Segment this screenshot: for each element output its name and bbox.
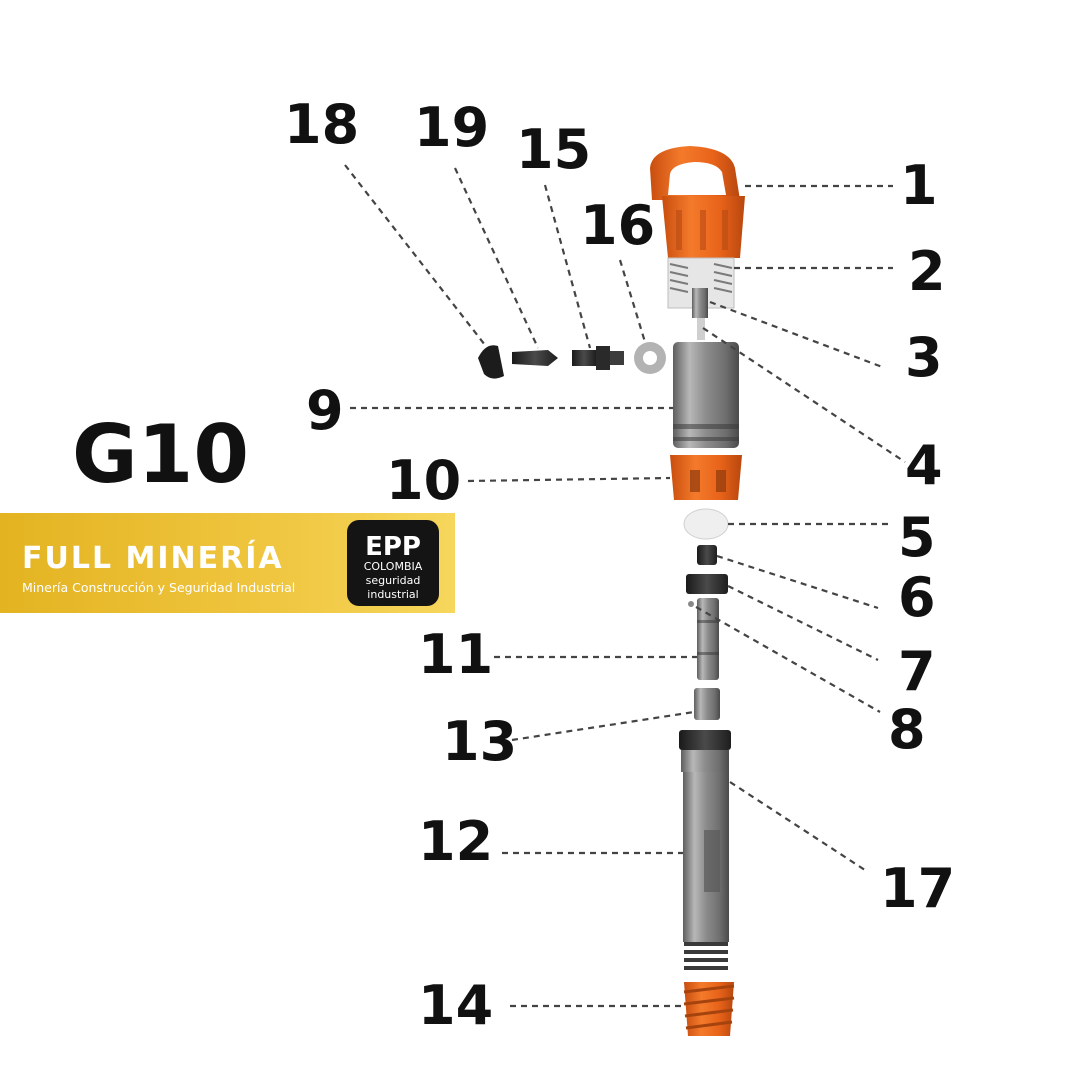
epp-logo: EPP COLOMBIA seguridad industrial bbox=[347, 520, 439, 606]
epp-logo-main: EPP bbox=[365, 532, 421, 562]
label-part-7: 7 bbox=[898, 640, 936, 703]
model-label: G10 bbox=[72, 408, 249, 501]
brand-title: FULL MINERÍA bbox=[22, 540, 284, 576]
leader-lines bbox=[344, 164, 906, 1008]
leader-6 bbox=[716, 554, 879, 610]
label-part-6: 6 bbox=[898, 566, 936, 629]
part-number-labels: 1 2 3 4 5 6 7 8 9 10 11 12 13 14 15 16 1… bbox=[284, 93, 955, 1037]
label-part-8: 8 bbox=[888, 698, 926, 761]
leader-8 bbox=[695, 606, 881, 713]
label-part-10: 10 bbox=[386, 449, 461, 512]
part-15-fitting bbox=[572, 346, 624, 370]
label-part-17: 17 bbox=[880, 857, 955, 920]
label-part-1: 1 bbox=[900, 154, 938, 217]
label-part-12: 12 bbox=[418, 810, 493, 873]
label-part-5: 5 bbox=[898, 506, 936, 569]
epp-logo-line1: COLOMBIA bbox=[364, 560, 423, 573]
label-part-13: 13 bbox=[442, 710, 517, 773]
part-7-bushing bbox=[686, 574, 728, 594]
label-part-2: 2 bbox=[908, 240, 946, 303]
part-11-piston bbox=[697, 598, 719, 680]
part-3-pin bbox=[692, 288, 708, 318]
leader-19 bbox=[454, 167, 539, 349]
brand-subtitle: Minería Construcción y Seguridad Industr… bbox=[22, 580, 295, 595]
leader-4 bbox=[702, 327, 906, 463]
label-part-18: 18 bbox=[284, 93, 359, 156]
label-part-14: 14 bbox=[418, 974, 493, 1037]
part-19-hose-nipple bbox=[512, 350, 558, 366]
leader-16 bbox=[618, 259, 647, 343]
part-5-valve-disc bbox=[683, 508, 729, 540]
leader-18 bbox=[344, 164, 486, 346]
label-part-9: 9 bbox=[306, 379, 344, 442]
label-part-11: 11 bbox=[418, 623, 493, 686]
brand-banner: FULL MINERÍA Minería Construcción y Segu… bbox=[0, 513, 455, 613]
part-1-handle bbox=[650, 146, 745, 258]
leader-13 bbox=[511, 710, 695, 742]
epp-logo-line3: industrial bbox=[367, 588, 418, 601]
leader-17 bbox=[729, 781, 869, 873]
part-18-cap bbox=[478, 345, 504, 379]
part-14-spring-retainer bbox=[683, 982, 735, 1036]
label-part-19: 19 bbox=[414, 96, 489, 159]
part-6-ring bbox=[697, 545, 717, 565]
label-part-4: 4 bbox=[905, 434, 943, 497]
leader-7 bbox=[727, 585, 879, 661]
leader-3 bbox=[709, 300, 886, 370]
label-part-15: 15 bbox=[516, 118, 591, 181]
part-13-sleeve bbox=[694, 688, 720, 720]
part-8-pin bbox=[688, 601, 694, 607]
part-4-rod bbox=[697, 318, 705, 340]
epp-logo-line2: seguridad bbox=[366, 574, 421, 587]
label-part-16: 16 bbox=[580, 194, 655, 257]
leader-10 bbox=[467, 476, 671, 483]
label-part-3: 3 bbox=[905, 326, 943, 389]
epp-logo-badge bbox=[347, 520, 439, 606]
part-12-front-head bbox=[679, 730, 731, 970]
part-10-collar bbox=[670, 455, 742, 500]
part-9-cylinder bbox=[673, 342, 739, 448]
part-16-washer bbox=[634, 342, 666, 374]
